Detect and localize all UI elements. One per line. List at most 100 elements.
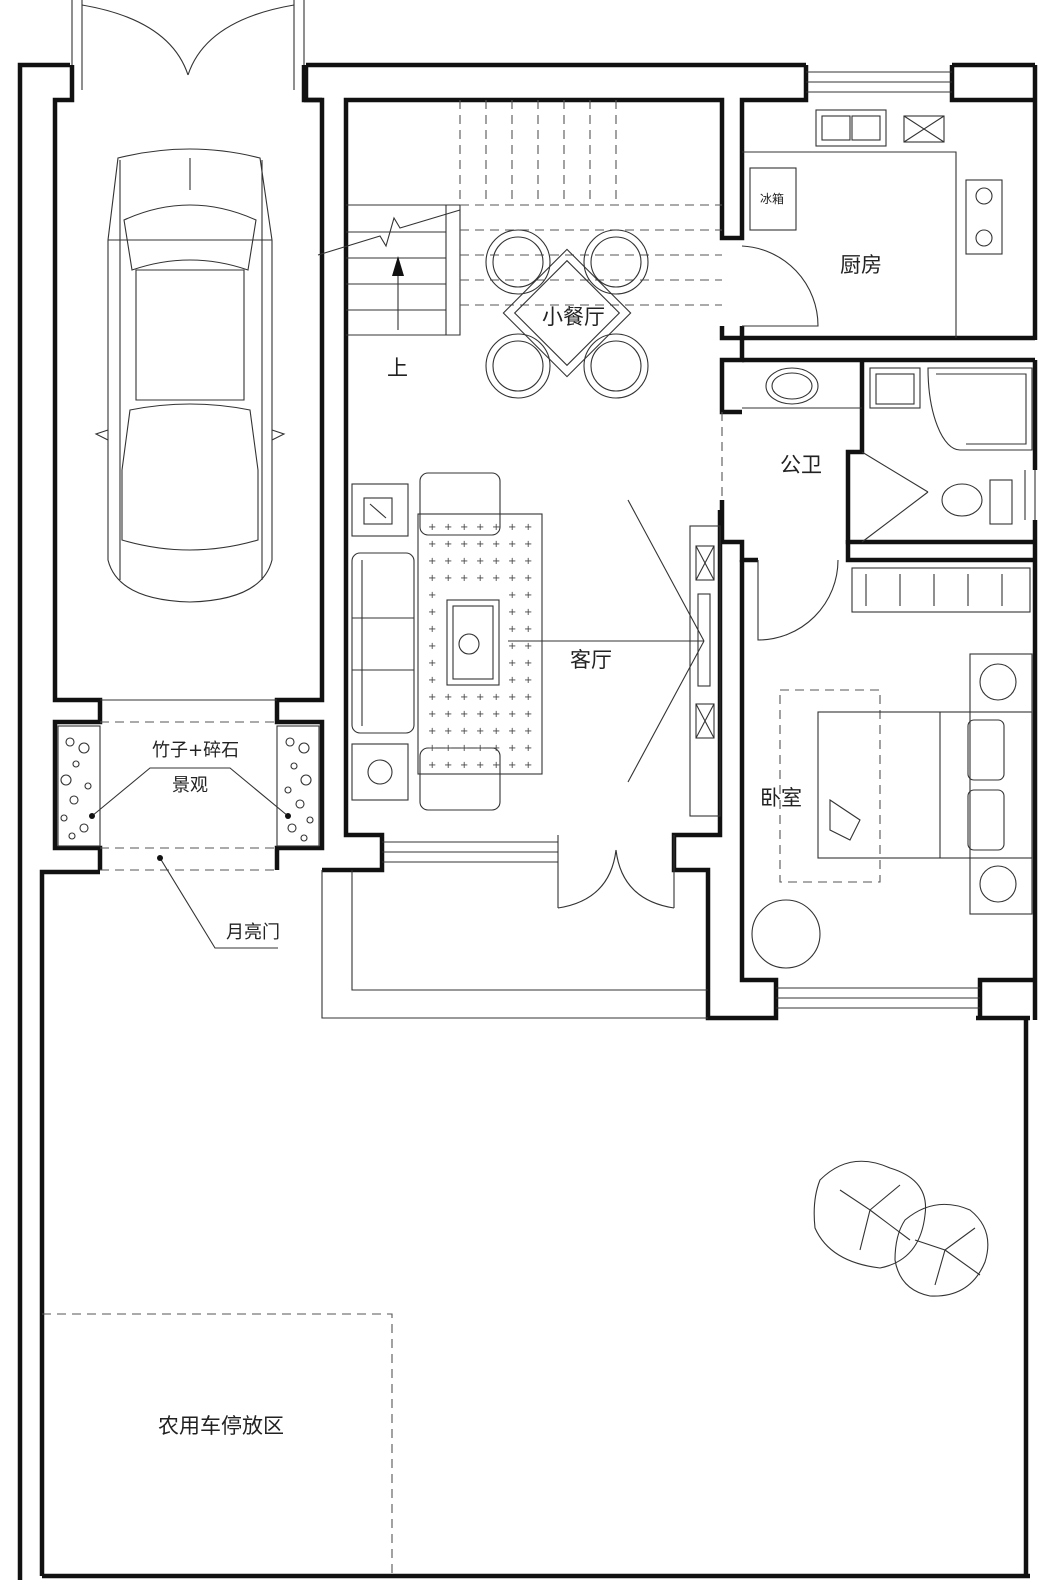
rug-mark: +	[460, 539, 468, 550]
rug-mark: +	[476, 573, 484, 584]
rug-mark: +	[524, 692, 532, 703]
kitchen-fixtures	[741, 109, 1003, 338]
car	[94, 148, 286, 603]
rug-mark: +	[492, 522, 500, 533]
rug-mark: +	[508, 556, 516, 567]
house-walls	[303, 62, 1038, 1021]
rug-mark: +	[492, 760, 500, 771]
rug-mark: +	[460, 726, 468, 737]
rug-mark: +	[476, 726, 484, 737]
rug-mark: +	[492, 556, 500, 567]
rug-mark: +	[492, 726, 500, 737]
bathroom-fixtures	[721, 367, 1033, 641]
rug-mark: +	[524, 675, 532, 686]
rug-mark: +	[492, 709, 500, 720]
rug-mark: +	[476, 539, 484, 550]
rug-mark: +	[492, 539, 500, 550]
site-boundary	[17, 62, 1030, 1580]
rug-mark: +	[508, 709, 516, 720]
rug-mark: +	[444, 539, 452, 550]
rug-mark: +	[428, 573, 436, 584]
rug-mark: +	[476, 709, 484, 720]
rug-mark: +	[508, 539, 516, 550]
rug-mark: +	[428, 658, 436, 669]
rug-mark: +	[476, 743, 484, 754]
rug-mark: +	[460, 556, 468, 567]
rug-mark: +	[444, 760, 452, 771]
terrace	[321, 870, 708, 1019]
rug-mark: +	[428, 709, 436, 720]
rug-mark: +	[524, 556, 532, 567]
rug-mark: +	[524, 743, 532, 754]
rug-mark: +	[508, 658, 516, 669]
rug-mark: +	[524, 726, 532, 737]
stairs	[317, 100, 722, 336]
rug-mark: +	[524, 590, 532, 601]
entrance-door	[557, 835, 675, 909]
rug-mark: +	[428, 726, 436, 737]
rug-pattern: + + + + + + + + + + + + + + + + + + + + + + + + + + + + + + + + + + + + + + + +…	[428, 522, 532, 771]
rug-mark: +	[492, 743, 500, 754]
bedroom-furniture	[751, 567, 1033, 969]
phone-icon	[363, 497, 393, 525]
rug-mark: +	[444, 726, 452, 737]
pebbles-left	[60, 737, 92, 840]
rug-mark: +	[524, 539, 532, 550]
moon-gate-label: 月亮门	[226, 922, 280, 943]
rug-mark: +	[524, 522, 532, 533]
landscape-label-2: 景观	[172, 775, 208, 796]
rug-mark: +	[428, 624, 436, 635]
rug-mark: +	[508, 522, 516, 533]
rug-mark: +	[524, 573, 532, 584]
fridge-label: 冰箱	[760, 192, 785, 206]
dining-set	[485, 229, 649, 399]
rug-mark: +	[460, 573, 468, 584]
rug-mark: +	[492, 692, 500, 703]
rug-mark: +	[444, 573, 452, 584]
rug-mark: +	[476, 556, 484, 567]
room-label-kitchen: 厨房	[840, 253, 882, 277]
rug-mark: +	[524, 624, 532, 635]
rug-mark: +	[428, 590, 436, 601]
rug-mark: +	[460, 522, 468, 533]
rug-mark: +	[508, 641, 516, 652]
rug-mark: +	[508, 726, 516, 737]
rug-mark: +	[444, 556, 452, 567]
rug-mark: +	[444, 692, 452, 703]
rug-mark: +	[524, 709, 532, 720]
rug-mark: +	[508, 743, 516, 754]
stairs-up-label: 上	[387, 356, 408, 380]
rug-mark: +	[444, 743, 452, 754]
living-furniture	[351, 472, 705, 811]
rug-mark: +	[428, 607, 436, 618]
rug-mark: +	[508, 624, 516, 635]
rug-mark: +	[508, 760, 516, 771]
rug-mark: +	[428, 641, 436, 652]
rug-mark: +	[476, 760, 484, 771]
farm-parking-label: 农用车停放区	[158, 1414, 284, 1438]
room-label-living: 客厅	[570, 648, 612, 672]
rug-mark: +	[460, 760, 468, 771]
pebbles-right	[284, 737, 314, 842]
rug-mark: +	[460, 709, 468, 720]
rug-mark: +	[476, 692, 484, 703]
rug-mark: +	[492, 573, 500, 584]
rug-mark: +	[508, 675, 516, 686]
rug-mark: +	[508, 607, 516, 618]
rug-mark: +	[508, 573, 516, 584]
rug-mark: +	[476, 522, 484, 533]
rug-mark: +	[508, 590, 516, 601]
rug-mark: +	[508, 692, 516, 703]
room-label-bathroom: 公卫	[780, 453, 822, 477]
room-label-small-dining: 小餐厅	[542, 305, 605, 329]
rug-mark: +	[524, 641, 532, 652]
rug-mark: +	[460, 692, 468, 703]
rug-mark: +	[524, 760, 532, 771]
rug-mark: +	[428, 675, 436, 686]
rug-mark: +	[428, 539, 436, 550]
rug-mark: +	[524, 658, 532, 669]
rug-mark: +	[428, 760, 436, 771]
rug-mark: +	[444, 522, 452, 533]
rug-mark: +	[428, 743, 436, 754]
